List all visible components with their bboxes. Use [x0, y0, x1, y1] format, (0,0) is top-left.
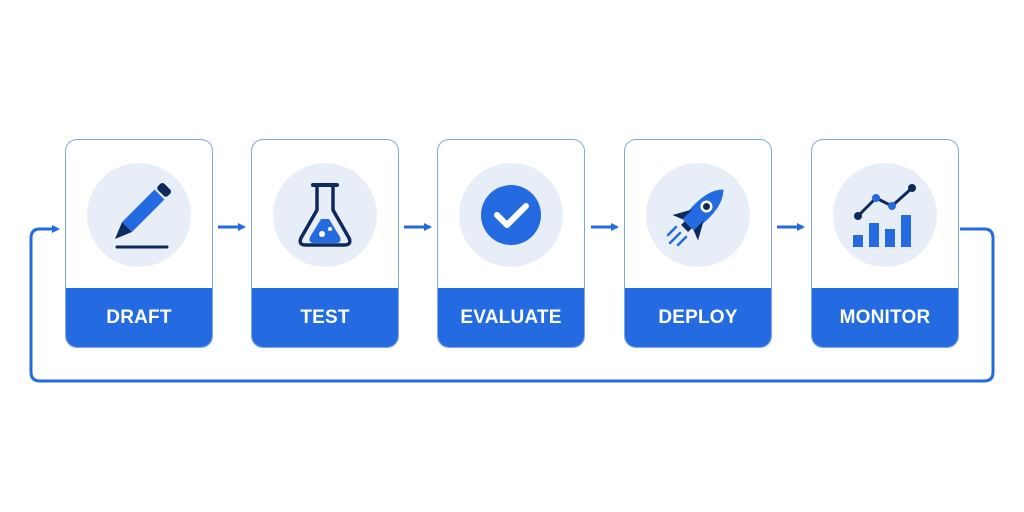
step-card-monitor: MONITOR	[811, 139, 959, 348]
step-card-test: TEST	[251, 139, 399, 348]
step-label: MONITOR	[839, 306, 931, 328]
step-label: DRAFT	[106, 306, 172, 328]
step-label-band: DEPLOY	[625, 288, 771, 347]
step-label-band: DRAFT	[66, 288, 212, 347]
step-card-draft: DRAFT	[65, 139, 213, 348]
step-label-band: EVALUATE	[438, 288, 584, 347]
step-label: EVALUATE	[460, 306, 562, 328]
step-label: DEPLOY	[658, 306, 738, 328]
step-label-band: MONITOR	[812, 288, 958, 347]
pencil-icon	[87, 163, 191, 267]
step-label: TEST	[300, 306, 350, 328]
feedback-loop-line	[29, 225, 995, 383]
step-card-evaluate: EVALUATE	[437, 139, 585, 348]
step-label-band: TEST	[252, 288, 398, 347]
rocket-icon	[646, 163, 750, 267]
checkmark-icon	[459, 163, 563, 267]
bar-chart-icon	[833, 163, 937, 267]
step-card-deploy: DEPLOY	[624, 139, 772, 348]
flask-icon	[273, 163, 377, 267]
